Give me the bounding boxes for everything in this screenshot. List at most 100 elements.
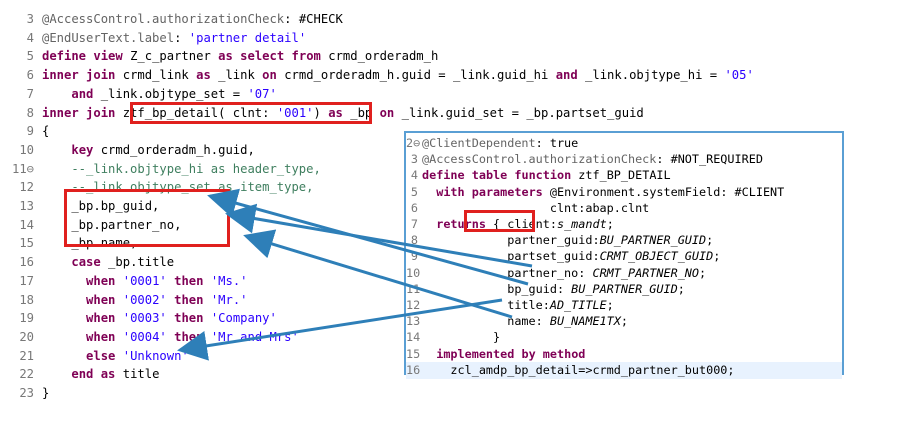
line-number: 13 <box>406 314 421 329</box>
line-number: 3 <box>410 152 418 167</box>
line-text: partner_guid:BU_PARTNER_GUID; <box>422 233 714 248</box>
arrow-title <box>177 298 503 361</box>
popup-code-line: 4 define table function ztf_BP_DETAIL <box>406 167 842 185</box>
line-number: 13 <box>19 199 34 213</box>
line-number: 3 <box>26 12 34 26</box>
code-line[interactable]: 17 when '0001' then 'Ms.' <box>0 272 248 291</box>
line-text: name: BU_NAME1TX; <box>422 314 628 329</box>
popup-code-line: 13 name: BU_NAME1TX; <box>406 313 842 331</box>
line-text: when '0002' then 'Mr.' <box>86 292 248 307</box>
code-line[interactable]: 11⊖ --_link.objtype_hi as header_type, <box>0 160 321 179</box>
line-text: } <box>422 330 501 345</box>
line-number: 17 <box>19 273 34 288</box>
line-text: when '0001' then 'Ms.' <box>86 273 248 288</box>
code-line[interactable]: 10 key crmd_orderadm_h.guid, <box>0 141 255 160</box>
line-text: implemented by method <box>436 346 586 361</box>
line-number: 20 <box>19 329 34 344</box>
popup-code-line: 7 returns { client:s_mandt; <box>406 216 842 234</box>
popup-code-line: 11 bp_guid: BU_PARTNER_GUID; <box>406 281 842 299</box>
line-number: 4 <box>26 30 34 45</box>
line-number: 10 <box>19 142 34 157</box>
popup-code-line: 3 @AccessControl.authorizationCheck: #NOT… <box>406 151 842 169</box>
line-number: 6 <box>410 200 418 215</box>
popup-code-line: 6 clnt:abap.clnt <box>406 200 842 218</box>
code-line[interactable]: 4 @EndUserText.label: 'partner detail' <box>0 29 307 48</box>
line-text: clnt:abap.clnt <box>422 200 650 215</box>
line-text: case _bp.title <box>71 255 175 270</box>
line-number: 18 <box>19 292 34 307</box>
popup-code-line: 8 partner_guid:BU_PARTNER_GUID; <box>406 232 842 250</box>
code-line[interactable]: 19 when '0003' then 'Company' <box>0 309 277 328</box>
highlight-box-table-function-call <box>130 102 372 124</box>
popup-code-line: 10 partner_no: CRMT_PARTNER_NO; <box>406 265 842 283</box>
line-text: _bp.partner_no, <box>42 217 182 232</box>
code-line[interactable]: 18 when '0002' then 'Mr.' <box>0 291 248 310</box>
line-number: 11⊖ <box>11 161 34 176</box>
code-line[interactable]: 8 inner join ztf_bp_detail( clnt: '001') … <box>0 104 644 123</box>
line-number: 12 <box>406 298 421 312</box>
line-number: 7 <box>26 86 34 101</box>
line-text: inner join ztf_bp_detail( clnt: '001') a… <box>42 105 644 120</box>
line-text: when '0003' then 'Company' <box>86 311 277 326</box>
line-text: key crmd_orderadm_h.guid, <box>71 142 255 157</box>
line-text: bp_guid: BU_PARTNER_GUID; <box>422 281 685 296</box>
arrow-partner-no <box>225 203 533 268</box>
code-line[interactable]: 22 end as title <box>0 365 159 384</box>
code-line[interactable]: 14 _bp.partner_no, <box>0 216 181 235</box>
popup-code-line: 5 with parameters @Environment.systemFie… <box>406 184 842 202</box>
line-text: } <box>42 386 50 400</box>
line-text: @AccessControl.authorizationCheck: #NOT_… <box>422 152 763 167</box>
arrow-name <box>243 229 513 319</box>
line-number: 16 <box>19 255 34 270</box>
code-line[interactable]: 13 _bp.bp_guid, <box>0 197 159 216</box>
line-number: 4 <box>410 168 418 183</box>
code-line[interactable]: 21 else 'Unknown' <box>0 347 189 366</box>
popup-code-line: 9 partset_guid:CRMT_OBJECT_GUID; <box>406 248 842 266</box>
line-number: 9 <box>410 249 418 264</box>
line-text: @AccessControl.authorizationCheck: #CHEC… <box>42 12 343 26</box>
line-text: title:AD_TITLE; <box>422 298 614 312</box>
line-number: 16 <box>406 362 421 377</box>
arrow-bp-guid <box>207 188 529 286</box>
line-number: 10 <box>406 265 421 280</box>
line-text: inner join crmd_link as _link on crmd_or… <box>42 68 754 83</box>
line-number: 2⊖ <box>406 136 421 150</box>
line-number: 5 <box>26 49 34 64</box>
code-line[interactable]: 3 @AccessControl.authorizationCheck: #CHE… <box>0 10 343 29</box>
popup-code-line: 12 title:AD_TITLE; <box>406 297 842 315</box>
line-number: 6 <box>26 68 34 83</box>
line-text: else 'Unknown' <box>86 348 189 363</box>
line-text: and _link.objtype_set = '07' <box>71 86 277 101</box>
line-text: @EndUserText.label: 'partner detail' <box>42 30 307 45</box>
line-text: _bp.bp_guid, <box>42 199 160 213</box>
popup-code-line: 14 } <box>406 329 842 347</box>
code-line[interactable]: 23} <box>0 384 49 403</box>
line-text: define table function ztf_BP_DETAIL <box>422 168 671 183</box>
line-text: zcl_amdp_bp_detail=>crmd_partner_but000; <box>422 362 735 377</box>
line-number: 22 <box>19 367 34 382</box>
line-text: end as title <box>71 367 160 382</box>
line-number: 21 <box>19 348 34 363</box>
line-number: 7 <box>410 217 418 231</box>
code-line[interactable]: 6 inner join crmd_link as _link on crmd_o… <box>0 66 754 85</box>
code-line[interactable]: 7 and _link.objtype_set = '07' <box>0 85 277 104</box>
line-number: 8 <box>26 105 34 120</box>
highlight-box-returns <box>464 210 535 232</box>
code-line[interactable]: 16 case _bp.title <box>0 253 174 272</box>
line-text: partset_guid:CRMT_OBJECT_GUID; <box>422 249 721 264</box>
line-text: with parameters @Environment.systemField… <box>436 184 785 199</box>
popup-code-line: 16 zcl_amdp_bp_detail=>crmd_partner_but0… <box>406 361 842 380</box>
popup-code-line: 2⊖@ClientDependent: true <box>406 135 842 153</box>
popup-code-line: 15 implemented by method <box>406 346 842 364</box>
line-number: 14 <box>406 330 421 345</box>
line-text: define view Z_c_partner as select from c… <box>42 49 439 64</box>
line-text: partner_no: CRMT_PARTNER_NO; <box>422 265 707 280</box>
code-line[interactable]: 5 define view Z_c_partner as select from … <box>0 47 439 66</box>
code-line[interactable]: 9{ <box>0 122 50 141</box>
line-number: 8 <box>410 233 418 248</box>
line-number: 19 <box>19 311 34 326</box>
line-number: 9 <box>26 124 34 139</box>
